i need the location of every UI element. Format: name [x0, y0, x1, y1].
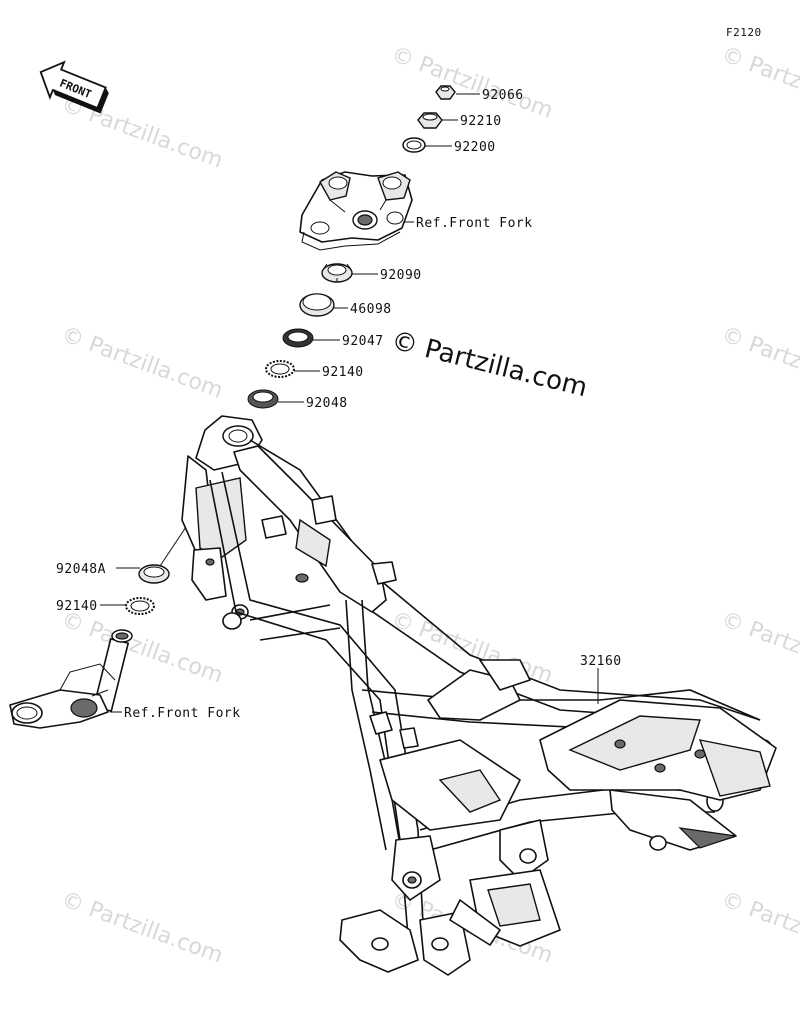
label-ref-front-fork-lower: Ref.Front Fork	[124, 706, 241, 721]
watermark: © Partzilla.com	[718, 42, 800, 124]
race-92047	[282, 328, 314, 348]
watermark: © Partzilla.com	[58, 887, 226, 969]
label-92200: 92200	[454, 140, 496, 155]
label-92090: 92090	[380, 268, 422, 283]
label-32160: 32160	[580, 654, 622, 669]
locknut-92090	[321, 263, 353, 283]
bearing-92140-lower	[125, 597, 155, 615]
label-92048A: 92048A	[56, 562, 106, 577]
label-92140-upper: 92140	[322, 365, 364, 380]
race-92048A	[138, 564, 170, 584]
label-92210: 92210	[460, 114, 502, 129]
diagram-code: F2120	[726, 26, 762, 39]
steering-stem-lower	[9, 629, 133, 729]
watermark: © Partzilla.com	[388, 42, 556, 124]
cap-46098	[299, 293, 335, 317]
partzilla-logo-text: © Partzilla.com	[388, 326, 590, 404]
nut-92066	[435, 85, 456, 100]
watermark: © Partzilla.com	[58, 322, 226, 404]
front-arrow-icon: FRONT	[39, 60, 109, 114]
label-92048: 92048	[306, 396, 348, 411]
frame-32160	[181, 415, 777, 976]
watermark: © Partzilla.com	[718, 887, 800, 969]
watermark: © Partzilla.com	[718, 322, 800, 404]
watermark: © Partzilla.com	[58, 607, 226, 689]
label-46098: 46098	[350, 302, 392, 317]
nut-92210	[417, 112, 443, 129]
upper-triple-clamp	[299, 171, 413, 251]
label-92047: 92047	[342, 334, 384, 349]
label-92140-lower: 92140	[56, 599, 98, 614]
washer-92200	[402, 137, 426, 153]
label-92066: 92066	[482, 88, 524, 103]
race-92048	[247, 389, 279, 409]
bearing-92140-upper	[265, 360, 295, 378]
label-ref-front-fork-upper: Ref.Front Fork	[416, 216, 533, 231]
watermark: © Partzilla.com	[718, 607, 800, 689]
